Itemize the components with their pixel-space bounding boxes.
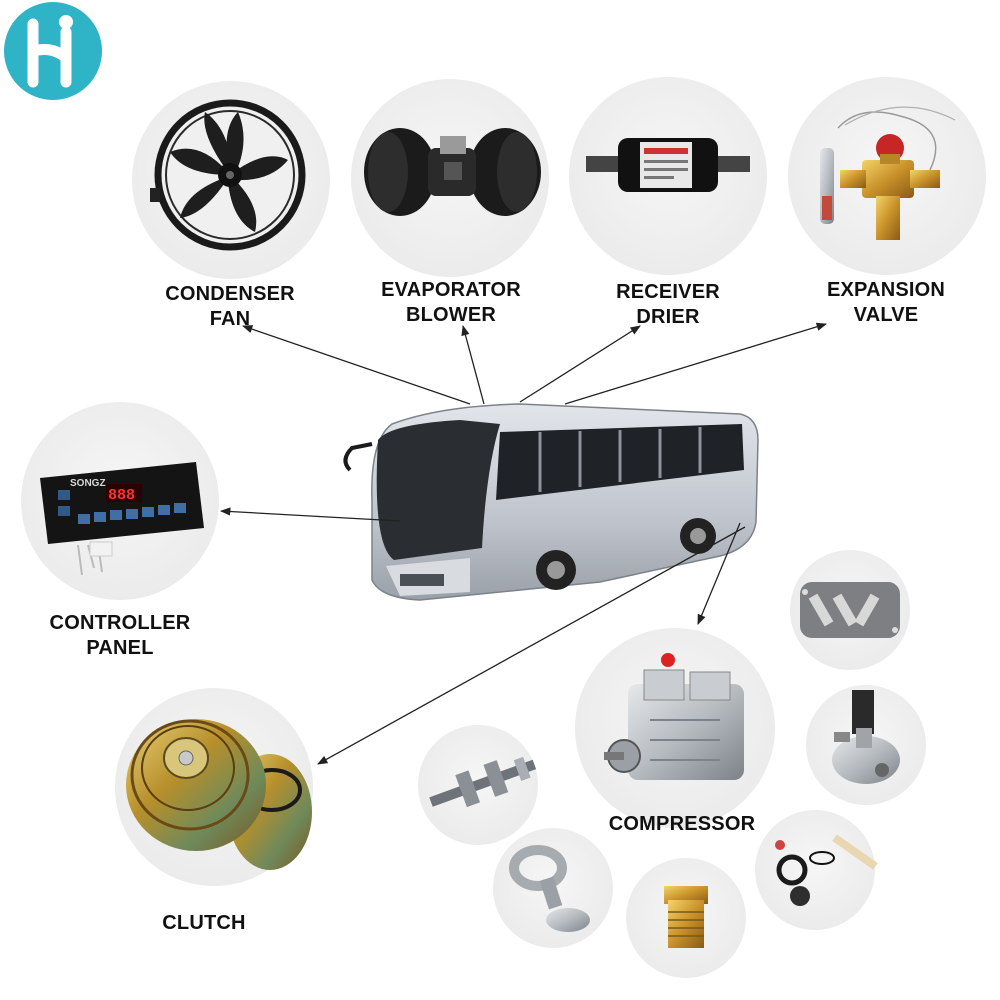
arrow-clutch: [317, 526, 746, 765]
service-valve-icon: [832, 690, 900, 784]
arrow-receiver-drier: [519, 325, 641, 403]
arrow-expansion-valve: [564, 322, 827, 405]
brass-fitting-icon: [664, 886, 708, 948]
brand-logo-icon: [4, 2, 102, 100]
piston-icon: [509, 845, 590, 932]
evaporator-blower-label: EVAPORATOR BLOWER: [381, 279, 521, 326]
arrow-controller-panel: [219, 507, 401, 522]
blower-icon: [364, 128, 541, 216]
clutch-icon: [126, 719, 312, 870]
expansion-valve-label: EXPANSION VALVE: [826, 279, 946, 326]
panel-brand-text: SONGZ: [70, 478, 106, 489]
arrows: [219, 322, 827, 765]
fan-icon: [150, 99, 306, 251]
expansion-valve-icon: [820, 106, 956, 240]
condenser-fan-label: CONDENSER FAN: [165, 283, 295, 330]
seal-kit-circle: [755, 810, 875, 930]
bus-icon: [343, 403, 759, 601]
arrow-evaporator-blower: [461, 324, 485, 405]
panel-display-text: 888: [108, 487, 135, 504]
receiver-drier-label: RECEIVER DRIER: [616, 281, 720, 328]
drier-icon: [586, 138, 750, 192]
crankshaft-icon: [429, 756, 537, 808]
compressor-label: COMPRESSOR: [608, 813, 756, 835]
arrow-compressor: [697, 522, 741, 625]
controller-panel-icon: SONGZ 888: [40, 462, 204, 576]
controller-panel-label: CONTROLLER PANEL: [49, 612, 191, 659]
gasket-icon: [800, 582, 900, 638]
seal-kit-icon: [775, 834, 878, 906]
arrow-condenser-fan: [242, 325, 471, 405]
clutch-label: CLUTCH: [162, 912, 246, 934]
compressor-icon: [604, 653, 744, 780]
